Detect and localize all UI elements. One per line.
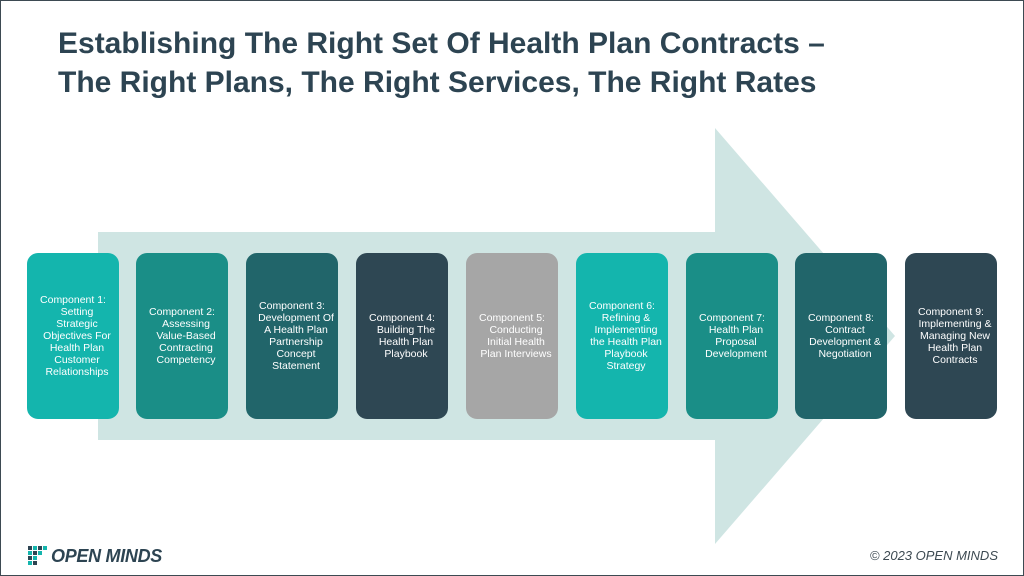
logo-grid-icon bbox=[28, 546, 47, 565]
component-text: Assessing Value-Based Contracting Compet… bbox=[156, 318, 216, 366]
component-text: Building The Health Plan Playbook bbox=[376, 324, 436, 360]
component-box-6: Component 6:Refining & Implementing the … bbox=[576, 253, 668, 419]
component-box-2: Component 2:Assessing Value-Based Contra… bbox=[136, 253, 228, 419]
logo-text: OPEN MINDS bbox=[51, 545, 163, 566]
component-label: Component 7: bbox=[699, 312, 765, 324]
component-box-1: Component 1:Setting Strategic Objectives… bbox=[27, 253, 119, 419]
component-text: Health Plan Proposal Development bbox=[705, 324, 767, 360]
component-text: Implementing & Managing New Health Plan … bbox=[918, 318, 992, 366]
title-line-1: Establishing The Right Set Of Health Pla… bbox=[58, 27, 825, 60]
component-label: Component 5: bbox=[479, 312, 545, 324]
component-text: Conducting Initial Health Plan Interview… bbox=[480, 324, 552, 360]
component-box-3: Component 3:Development Of A Health Plan… bbox=[246, 253, 338, 419]
component-text: Contract Development & Negotiation bbox=[809, 324, 881, 360]
open-minds-logo: OPEN MINDS bbox=[28, 546, 162, 566]
component-text: Refining & Implementing the Health Plan … bbox=[590, 312, 662, 372]
component-label: Component 4: bbox=[369, 312, 435, 324]
component-label: Component 8: bbox=[808, 312, 874, 324]
component-box-8: Component 8:Contract Development & Negot… bbox=[795, 253, 887, 419]
component-label: Component 9: bbox=[918, 306, 984, 318]
component-text: Development Of A Health Plan Partnership… bbox=[258, 312, 334, 372]
component-box-5: Component 5:Conducting Initial Health Pl… bbox=[466, 253, 558, 419]
component-label: Component 3: bbox=[259, 300, 325, 312]
title-line-2: The Right Plans, The Right Services, The… bbox=[58, 66, 817, 99]
component-box-4: Component 4:Building The Health Plan Pla… bbox=[356, 253, 448, 419]
component-label: Component 6: bbox=[589, 300, 655, 312]
copyright-text: © 2023 OPEN MINDS bbox=[869, 548, 998, 563]
component-box-9: Component 9:Implementing & Managing New … bbox=[905, 253, 997, 419]
component-label: Component 1: bbox=[40, 294, 106, 306]
component-text: Setting Strategic Objectives For Health … bbox=[43, 306, 111, 378]
component-box-7: Component 7:Health Plan Proposal Develop… bbox=[686, 253, 778, 419]
component-label: Component 2: bbox=[149, 306, 215, 318]
slide-title: Establishing The Right Set Of Health Pla… bbox=[58, 24, 958, 102]
